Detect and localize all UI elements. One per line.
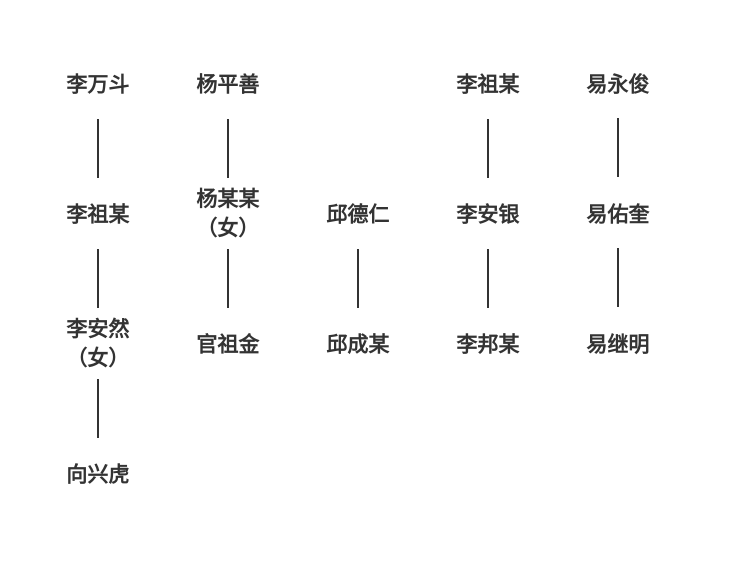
person-name: 杨平善 xyxy=(196,72,260,97)
connector-line xyxy=(487,249,489,308)
person-node: 向兴虎 xyxy=(38,461,158,490)
connector-line xyxy=(227,119,229,178)
connector-line xyxy=(97,379,99,438)
person-name: 官祖金 xyxy=(196,332,260,357)
person-node: 杨某某 （女） xyxy=(168,185,288,243)
person-name: 李邦某 xyxy=(456,332,520,357)
person-node: 李邦某 xyxy=(428,331,548,360)
person-node: 李安然 （女） xyxy=(38,315,158,373)
person-node: 官祖金 xyxy=(168,331,288,360)
person-node: 易佑奎 xyxy=(558,201,678,230)
person-name: 李安然 xyxy=(66,317,130,341)
connector-line xyxy=(357,249,359,308)
person-node: 李祖某 xyxy=(428,71,548,100)
person-node: 易永俊 xyxy=(558,71,678,100)
person-name: 杨某某 xyxy=(196,187,260,211)
person-node: 杨平善 xyxy=(168,71,288,100)
connector-line xyxy=(617,248,619,307)
connector-line xyxy=(97,119,99,178)
person-name: 易继明 xyxy=(586,332,650,357)
connector-line xyxy=(617,118,619,177)
person-name: 李祖某 xyxy=(456,72,520,97)
person-name: 李万斗 xyxy=(66,72,130,97)
connector-line xyxy=(97,249,99,308)
person-name: 易佑奎 xyxy=(586,202,650,227)
connector-line xyxy=(227,249,229,308)
connector-line xyxy=(487,119,489,178)
person-name: 邱德仁 xyxy=(326,202,390,227)
person-node: 李万斗 xyxy=(38,71,158,100)
person-name: 邱成某 xyxy=(326,332,390,357)
person-node: 李安银 xyxy=(428,201,548,230)
person-name: 易永俊 xyxy=(586,72,650,97)
person-name: 李安银 xyxy=(456,202,520,227)
person-node: 邱成某 xyxy=(298,331,418,360)
person-node: 易继明 xyxy=(558,331,678,360)
gender-note: （女） xyxy=(196,216,260,240)
person-node: 邱德仁 xyxy=(298,201,418,230)
person-node: 李祖某 xyxy=(38,201,158,230)
gender-note: （女） xyxy=(66,346,130,370)
person-name: 李祖某 xyxy=(66,202,130,227)
person-name: 向兴虎 xyxy=(66,462,130,487)
